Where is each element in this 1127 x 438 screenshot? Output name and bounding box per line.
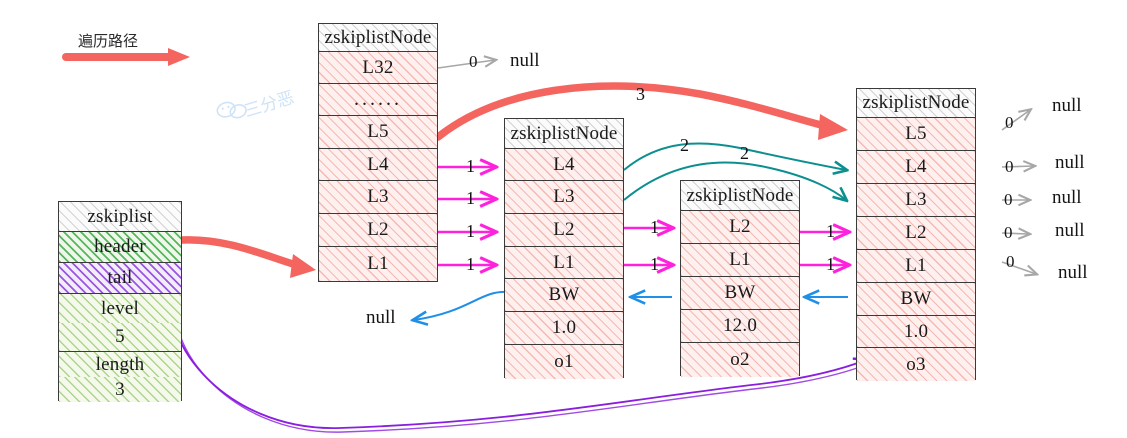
null-span-r4: 0 bbox=[1004, 223, 1013, 242]
span-label-1-b2: 1 bbox=[650, 254, 659, 274]
zskiplist-title: zskiplist bbox=[59, 202, 181, 232]
node-o2-row-score: 12.0 bbox=[681, 310, 799, 343]
node-o1-row-l2[interactable]: L2 bbox=[505, 214, 623, 247]
node-o2-row-bw[interactable]: BW bbox=[681, 277, 799, 310]
null-label-r5: null bbox=[1058, 262, 1088, 283]
zskiplist-field-level-label: level bbox=[59, 294, 181, 323]
span-label-1-a2: 1 bbox=[466, 188, 475, 208]
null-span-r2: 0 bbox=[1005, 157, 1014, 176]
zskiplistnode-o1[interactable]: zskiplistNode L4 L3 L2 L1 BW 1.0 o1 bbox=[504, 118, 624, 379]
null-label-r2: null bbox=[1055, 152, 1085, 173]
null-pointer-header-l32 bbox=[437, 60, 495, 69]
node-header-row-l32[interactable]: L32 bbox=[319, 52, 437, 84]
span-2-teal-arrow-l4 bbox=[623, 142, 846, 170]
watermark-text: 三分恶 bbox=[241, 87, 297, 122]
node-o3-row-l1[interactable]: L1 bbox=[857, 250, 975, 283]
traversal-path-label: 遍历路径 bbox=[78, 32, 139, 50]
node-o3-row-l5[interactable]: L5 bbox=[857, 118, 975, 151]
node-o3-row-l4[interactable]: L4 bbox=[857, 151, 975, 184]
node-o2-row-l2[interactable]: L2 bbox=[681, 211, 799, 244]
zskiplist-field-length-value: 3 bbox=[59, 377, 181, 402]
null-span-r5: 0 bbox=[1006, 252, 1015, 271]
node-o2-title: zskiplistNode bbox=[681, 181, 799, 211]
node-o3-row-bw[interactable]: BW bbox=[857, 283, 975, 316]
node-o3-title: zskiplistNode bbox=[857, 89, 975, 118]
node-header-title: zskiplistNode bbox=[319, 24, 437, 52]
zskiplist-field-length-label: length bbox=[59, 352, 181, 377]
null-span-header-l32: 0 bbox=[469, 52, 478, 71]
node-header-row-l4[interactable]: L4 bbox=[319, 149, 437, 181]
node-o3-row-l3[interactable]: L3 bbox=[857, 184, 975, 217]
span-label-2-b: 2 bbox=[740, 143, 749, 163]
null-span-r1: 0 bbox=[1005, 113, 1014, 132]
node-o1-title: zskiplistNode bbox=[505, 119, 623, 149]
node-header-row-ellipsis: ...... bbox=[319, 84, 437, 116]
span-label-1-a3: 1 bbox=[466, 221, 475, 241]
span-label-1-c1: 1 bbox=[826, 221, 835, 241]
node-o1-row-obj: o1 bbox=[505, 345, 623, 379]
zskiplistnode-o3[interactable]: zskiplistNode L5 L4 L3 L2 L1 BW 1.0 o3 bbox=[856, 88, 976, 381]
node-o3-row-score: 1.0 bbox=[857, 316, 975, 348]
node-header-row-l2[interactable]: L2 bbox=[319, 214, 437, 247]
node-header-row-l1[interactable]: L1 bbox=[319, 247, 437, 281]
node-o2-row-obj: o2 bbox=[681, 343, 799, 377]
node-o3-row-l2[interactable]: L2 bbox=[857, 217, 975, 250]
span-1-magenta-arrows-b bbox=[624, 228, 672, 265]
node-header-row-l5[interactable]: L5 bbox=[319, 116, 437, 149]
span-label-1-c2: 1 bbox=[826, 254, 835, 274]
zskiplist-box[interactable]: zskiplist header tail level 5 length 3 bbox=[58, 201, 182, 402]
null-label-r1: null bbox=[1052, 95, 1082, 116]
span-1-magenta-arrows-c bbox=[800, 232, 848, 265]
null-label-r4: null bbox=[1055, 220, 1085, 241]
span-label-1-a4: 1 bbox=[466, 254, 475, 274]
node-o3-row-obj: o3 bbox=[857, 348, 975, 381]
zskiplistnode-header[interactable]: zskiplistNode L32 ...... L5 L4 L3 L2 L1 bbox=[318, 23, 438, 282]
node-o1-row-l1[interactable]: L1 bbox=[505, 247, 623, 279]
node-o2-row-l1[interactable]: L1 bbox=[681, 244, 799, 277]
header-pointer-arrow bbox=[178, 236, 316, 278]
span-label-1-b1: 1 bbox=[650, 217, 659, 237]
span-label-1-a1: 1 bbox=[466, 156, 475, 176]
null-label-header-l32: null bbox=[510, 50, 540, 71]
node-o1-row-score: 1.0 bbox=[505, 312, 623, 345]
node-o1-row-bw[interactable]: BW bbox=[505, 279, 623, 312]
span-1-magenta-arrows-a bbox=[438, 167, 495, 265]
zskiplist-field-header[interactable]: header bbox=[59, 232, 181, 263]
span-label-3: 3 bbox=[636, 84, 645, 104]
node-o1-row-l3[interactable]: L3 bbox=[505, 181, 623, 214]
null-label-r3: null bbox=[1052, 187, 1082, 208]
node-header-row-l3[interactable]: L3 bbox=[319, 181, 437, 214]
zskiplist-field-level-value: 5 bbox=[59, 323, 181, 352]
node-o1-row-l4[interactable]: L4 bbox=[505, 149, 623, 181]
null-span-r3: 0 bbox=[1004, 190, 1013, 209]
span-label-2-a: 2 bbox=[680, 135, 689, 155]
zskiplist-field-tail[interactable]: tail bbox=[59, 263, 181, 294]
zskiplistnode-o2[interactable]: zskiplistNode L2 L1 BW 12.0 o2 bbox=[680, 180, 800, 377]
null-label-backward: null bbox=[366, 307, 396, 328]
